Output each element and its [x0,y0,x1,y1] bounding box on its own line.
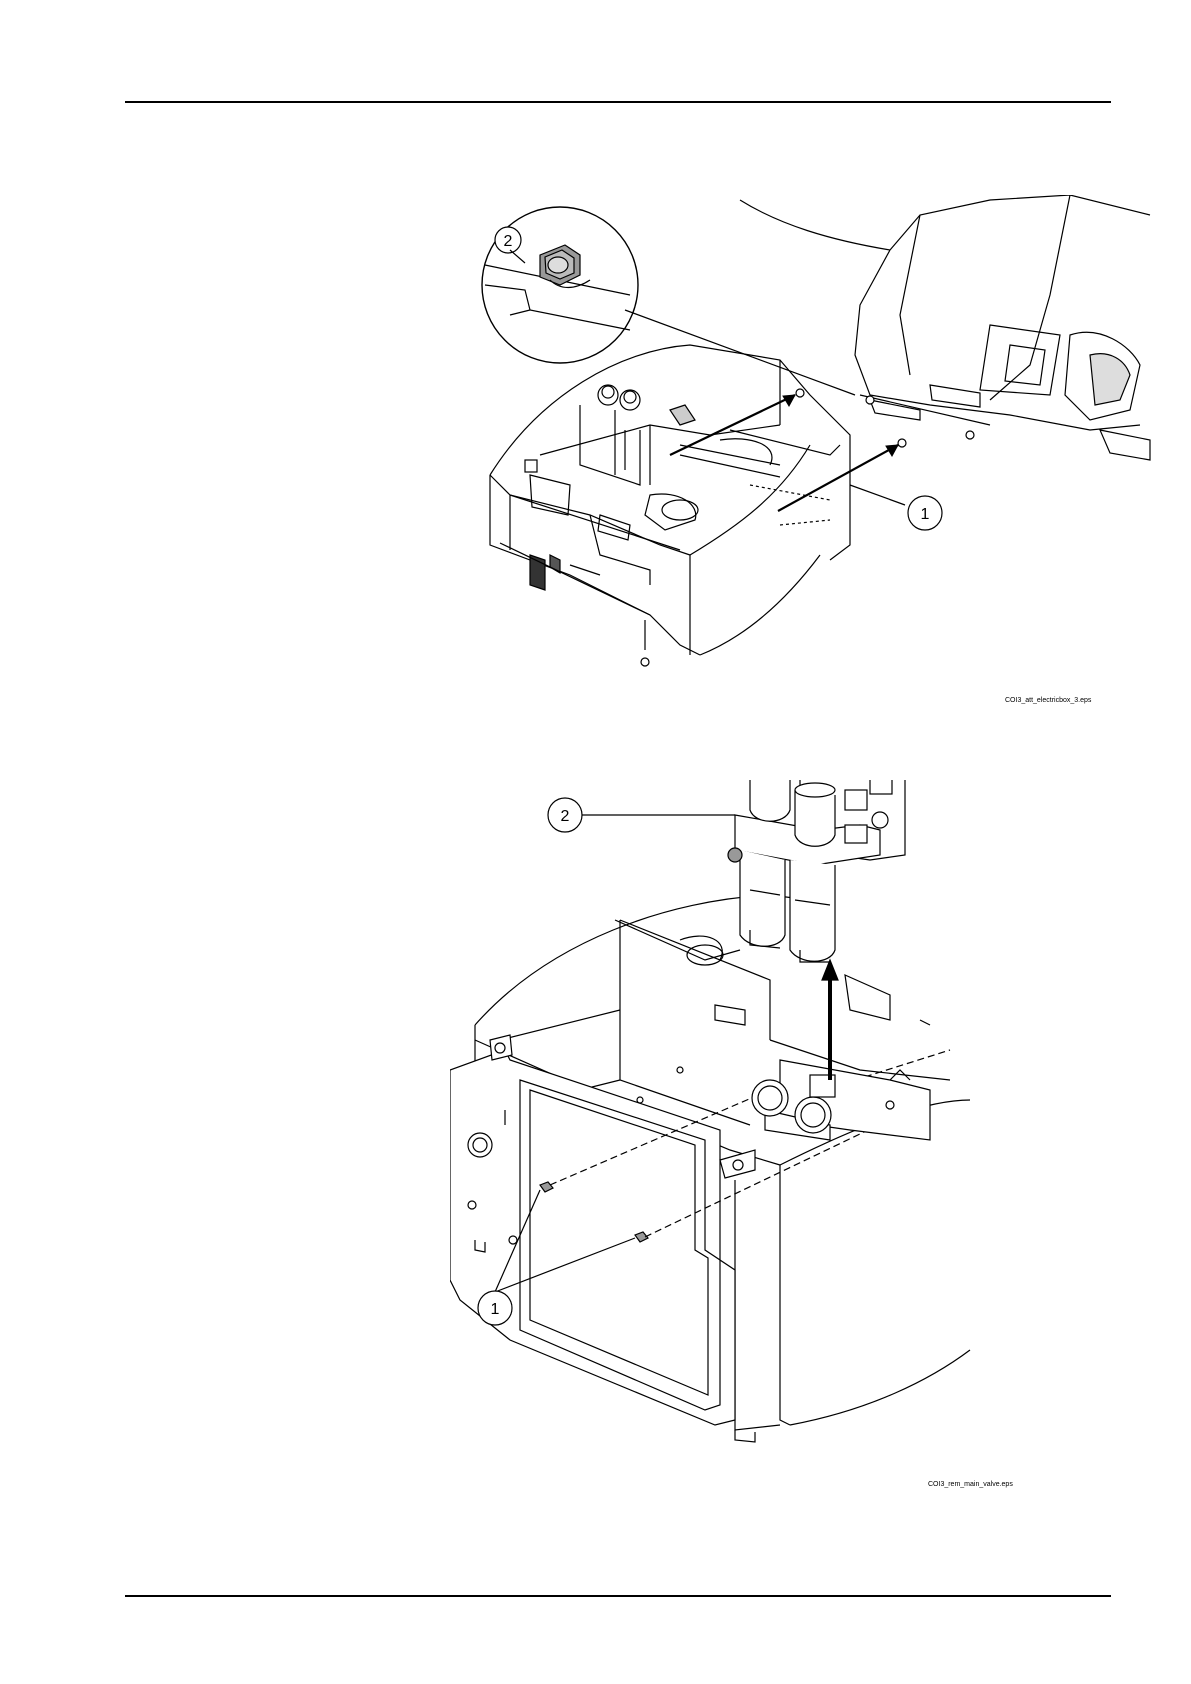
callout-2-label: 2 [561,808,570,825]
header-rule [125,101,1111,103]
callout-1-label: 1 [491,1301,500,1318]
callout-1-label: 1 [921,506,930,523]
figure-electric-box-attachment: 2 1 [450,195,1170,715]
figure-main-valve-removal: 2 1 [450,780,1050,1500]
figure2-filename: COI3_rem_main_valve.eps [928,1481,1013,1488]
figure1-filename: COI3_att_electricbox_3.eps [1005,697,1091,704]
callout-2-label: 2 [504,233,513,250]
footer-rule [125,1595,1111,1597]
